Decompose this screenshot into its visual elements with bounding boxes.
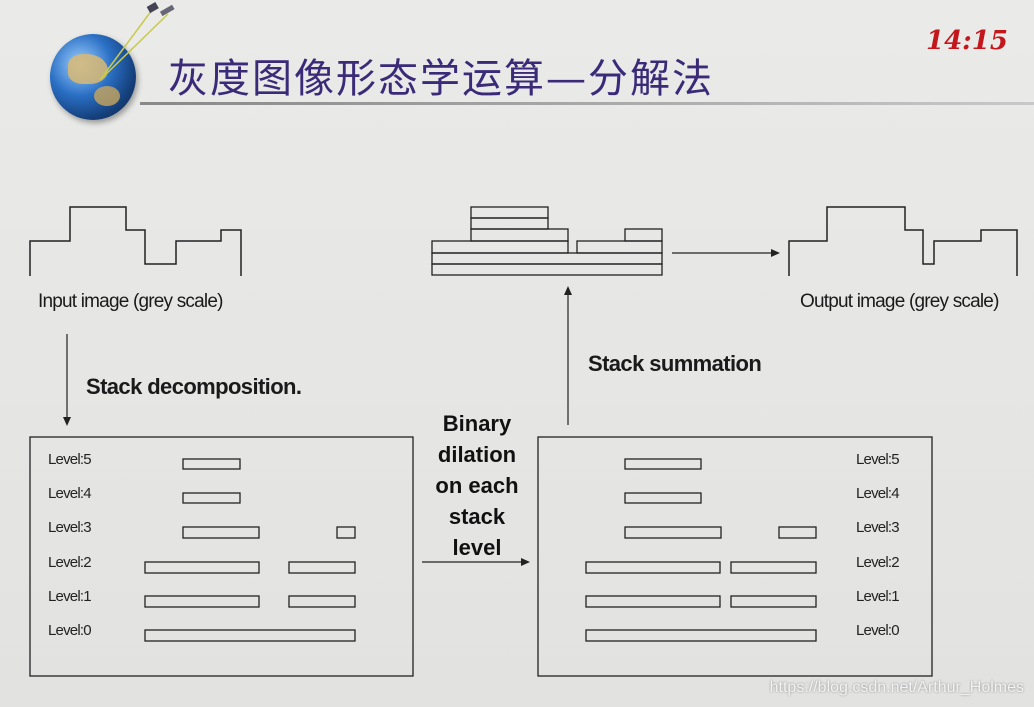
binary-line: dilation (437, 442, 517, 467)
level-label: Level:5 (856, 451, 900, 468)
level-label: Level:0 (856, 622, 900, 639)
level-label: Level:5 (48, 451, 92, 468)
output-profile-curve (788, 206, 1018, 276)
level-label: Level:3 (856, 519, 900, 536)
level-label: Level:0 (48, 622, 92, 639)
level-label: Level:3 (48, 519, 92, 536)
input-image-label: Input image (grey scale) (38, 291, 223, 312)
binary-line: level (452, 535, 502, 560)
title-divider (140, 102, 1034, 105)
binary-dilation-label: Binary dilation on each stack level (424, 408, 530, 563)
slide-title: 灰度图像形态学运算—分解法 (168, 56, 714, 102)
globe-logo-icon (50, 34, 136, 120)
binary-line: on each (435, 473, 519, 498)
summed-stack (431, 206, 663, 276)
dilated-stack-box (537, 436, 933, 677)
level-label: Level:4 (856, 485, 900, 502)
satellite-icon (99, 2, 175, 81)
input-profile-curve (29, 206, 242, 276)
binary-line: stack (448, 504, 506, 529)
level-label: Level:2 (856, 554, 900, 571)
arrow-to-output (672, 249, 780, 257)
level-label: Level:4 (48, 485, 92, 502)
output-image-label: Output image (grey scale) (800, 291, 999, 312)
dilated-stack-bars (585, 458, 817, 642)
stack-decomposition-label: Stack decomposition. (86, 374, 302, 399)
level-label: Level:1 (48, 588, 92, 605)
input-stack-bars (144, 458, 356, 642)
level-label: Level:1 (856, 588, 900, 605)
arrow-dilation (422, 558, 530, 566)
arrow-summation (564, 286, 572, 425)
arrow-decompose (63, 334, 71, 426)
stack-summation-label: Stack summation (588, 351, 762, 376)
watermark-url: https://blog.csdn.net/Arthur_Holmes (769, 679, 1024, 696)
binary-line: Binary (442, 411, 512, 436)
slide-time: 14:15 (926, 26, 1008, 56)
input-stack-box (29, 436, 414, 677)
level-label: Level:2 (48, 554, 92, 571)
